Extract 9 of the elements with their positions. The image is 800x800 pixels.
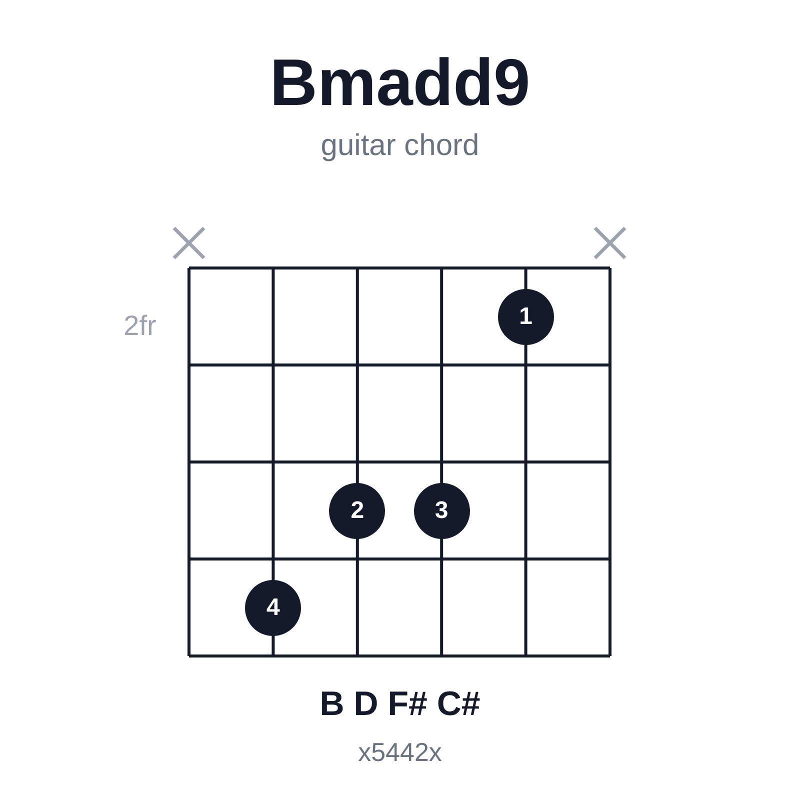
chord-title: Bmadd9 [270,49,530,115]
finger-dot: 2 [329,482,386,538]
fingering-code: x5442x [358,739,442,765]
fret-number: 2fr [124,312,156,340]
finger-dot: 3 [414,482,470,538]
finger-dot: 1 [498,288,554,344]
subtitle: guitar chord [320,131,480,161]
finger-dot: 4 [245,580,302,636]
chord-notes: B D F# C# [320,687,480,721]
